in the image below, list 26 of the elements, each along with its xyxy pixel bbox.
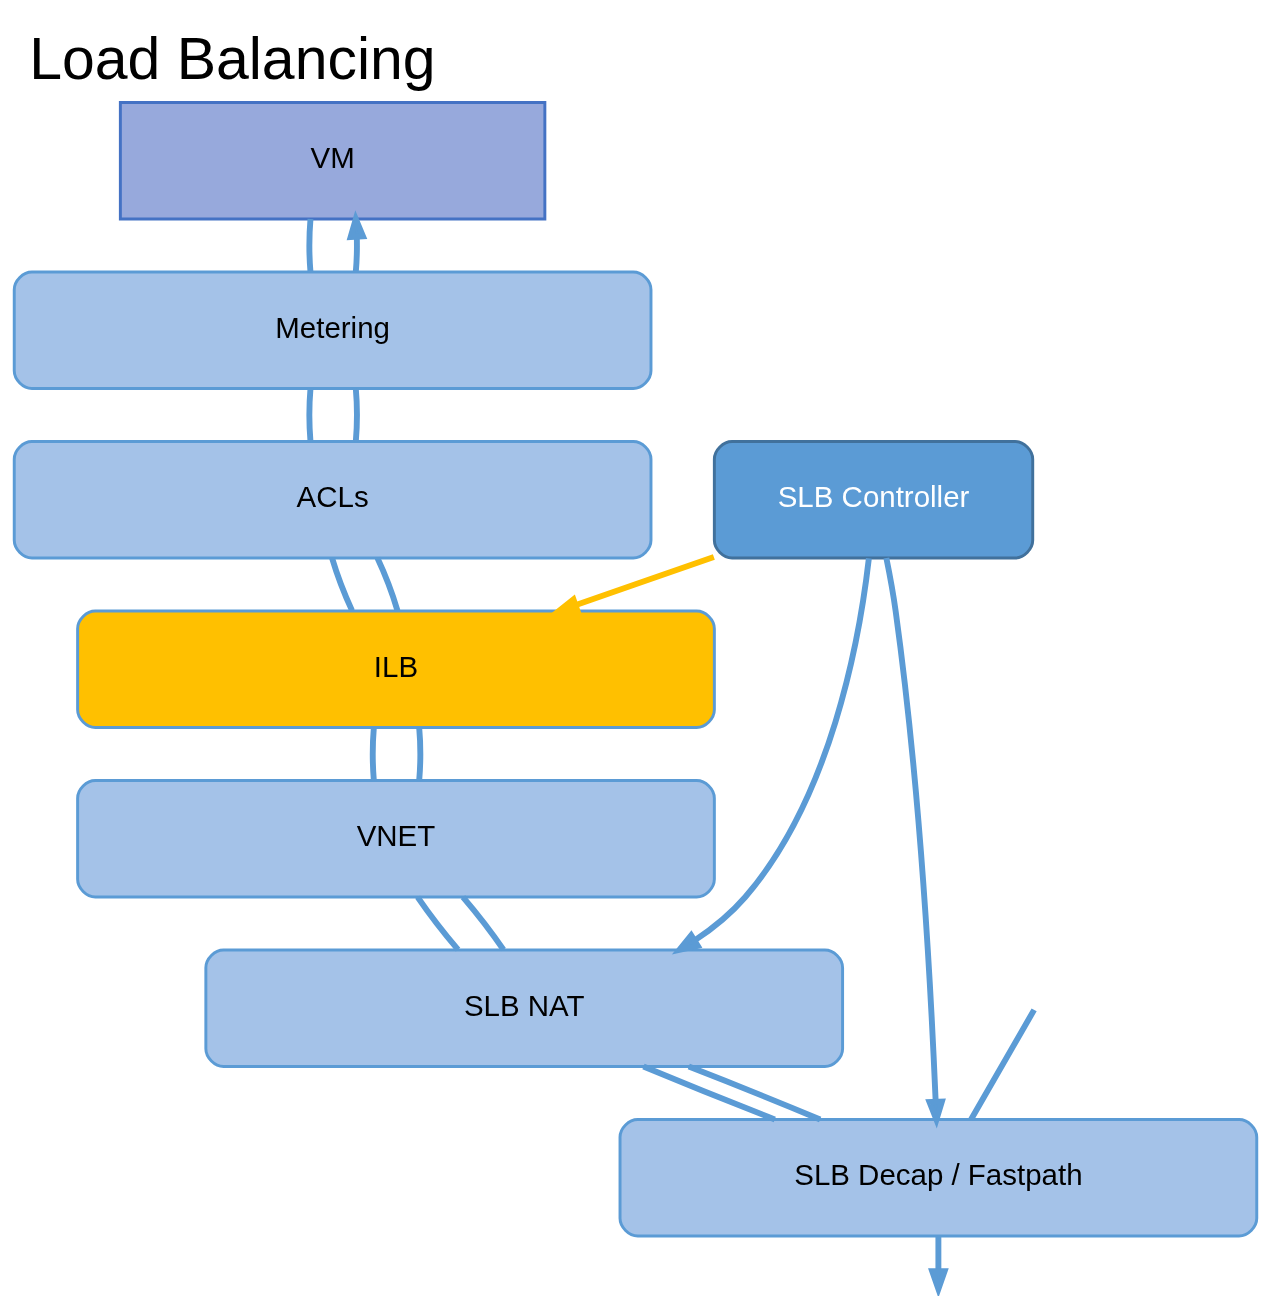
node-box: ILB bbox=[76, 609, 716, 729]
node-box: Metering bbox=[12, 270, 653, 390]
arrow bbox=[346, 209, 368, 272]
connector bbox=[687, 1063, 822, 1122]
node-box: SLB Controller bbox=[712, 439, 1035, 559]
node-box: SLB Decap / Fastpath bbox=[618, 1117, 1259, 1237]
connector bbox=[416, 726, 424, 780]
node-box: VM bbox=[118, 100, 547, 220]
connector bbox=[415, 894, 461, 952]
connector bbox=[306, 218, 314, 272]
arrow bbox=[550, 553, 715, 614]
node-box: VNET bbox=[76, 778, 716, 898]
connector bbox=[642, 1063, 776, 1122]
connector bbox=[374, 556, 401, 611]
connector bbox=[306, 387, 314, 441]
node-box: SLB NAT bbox=[204, 948, 845, 1068]
arrow bbox=[928, 1235, 949, 1296]
node-box: ACLs bbox=[12, 439, 653, 559]
connector bbox=[352, 387, 360, 441]
connector bbox=[369, 726, 377, 780]
connector bbox=[329, 556, 355, 612]
connector bbox=[968, 1007, 1037, 1121]
connector bbox=[460, 894, 506, 951]
diagram-title: Load Balancing bbox=[29, 25, 436, 91]
arrow bbox=[671, 557, 872, 955]
arrow bbox=[883, 556, 946, 1128]
